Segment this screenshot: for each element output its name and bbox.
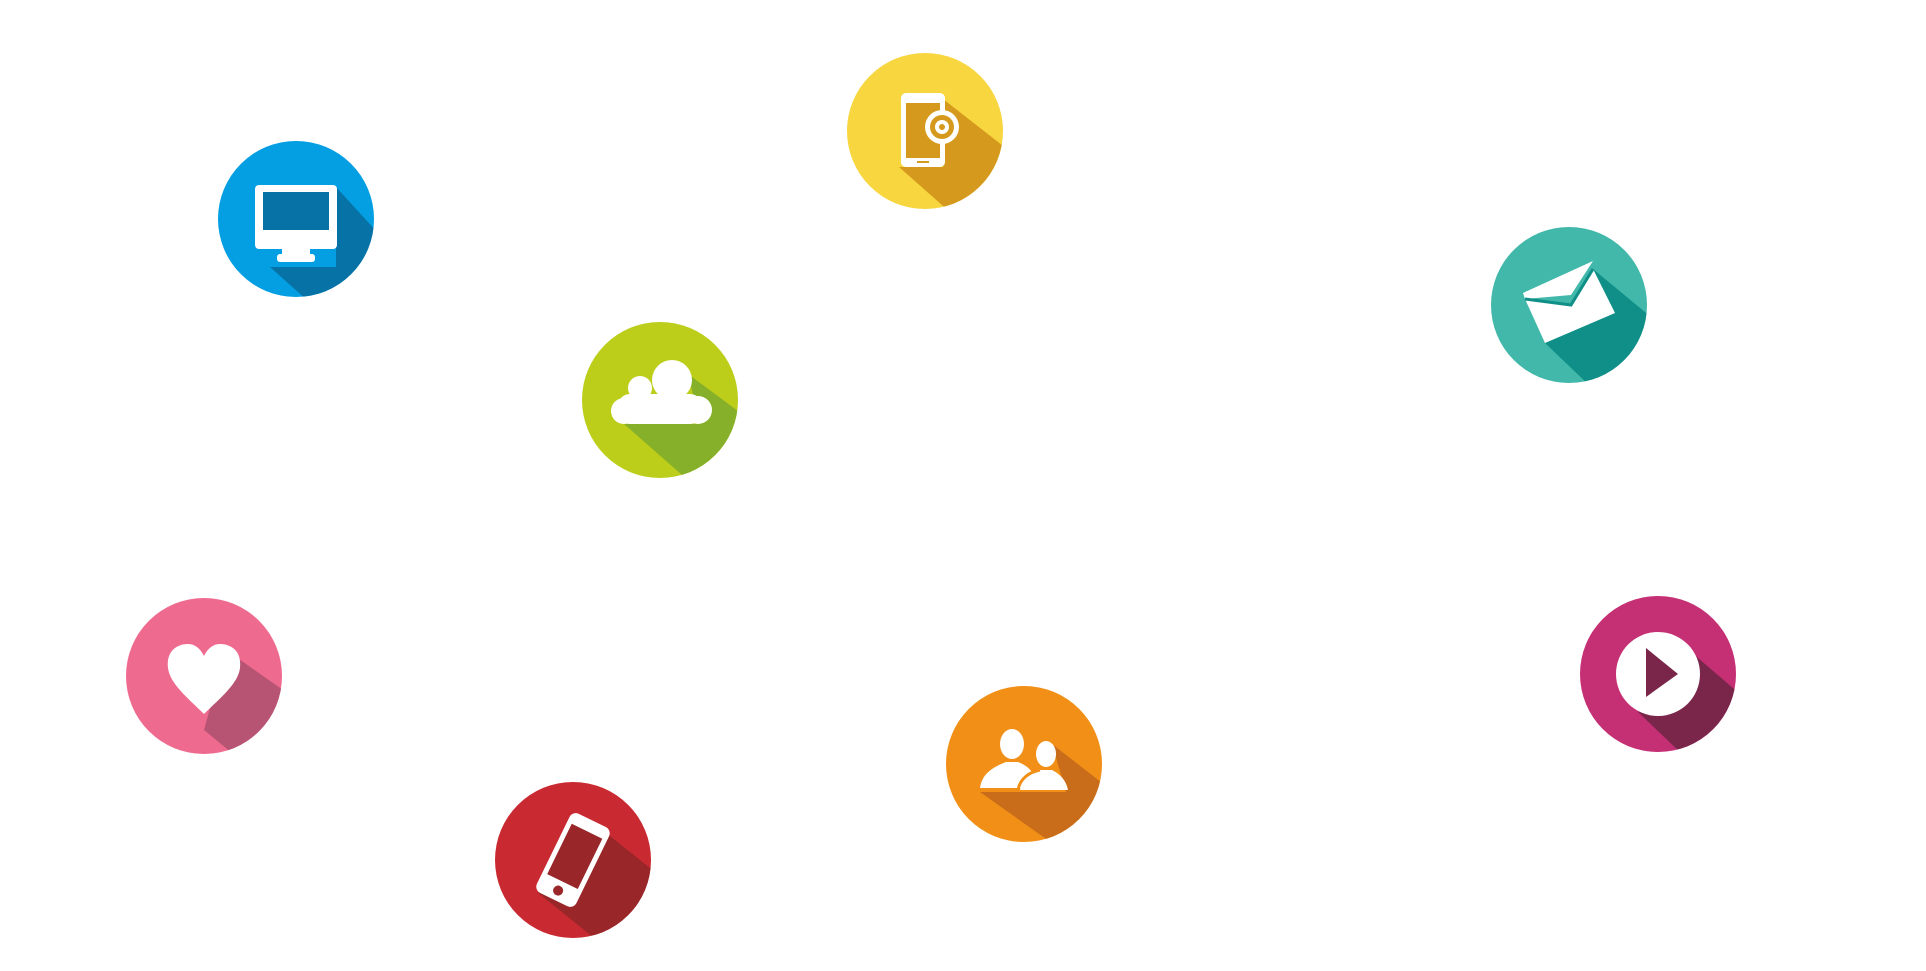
smartphone-badge <box>495 782 651 938</box>
play-badge <box>1580 596 1736 752</box>
users-badge <box>946 686 1102 842</box>
heart-icon <box>126 598 282 754</box>
cloud-icon <box>582 322 738 478</box>
monitor-badge <box>218 141 374 297</box>
smartphone-icon <box>495 782 651 938</box>
tablet-settings-badge <box>847 53 1003 209</box>
cloud-badge <box>582 322 738 478</box>
mail-badge <box>1491 227 1647 383</box>
play-icon <box>1580 596 1736 752</box>
users-icon <box>946 686 1102 842</box>
mail-icon <box>1491 227 1647 383</box>
heart-badge <box>126 598 282 754</box>
monitor-icon <box>218 141 374 297</box>
tablet-settings-icon <box>847 53 1003 209</box>
